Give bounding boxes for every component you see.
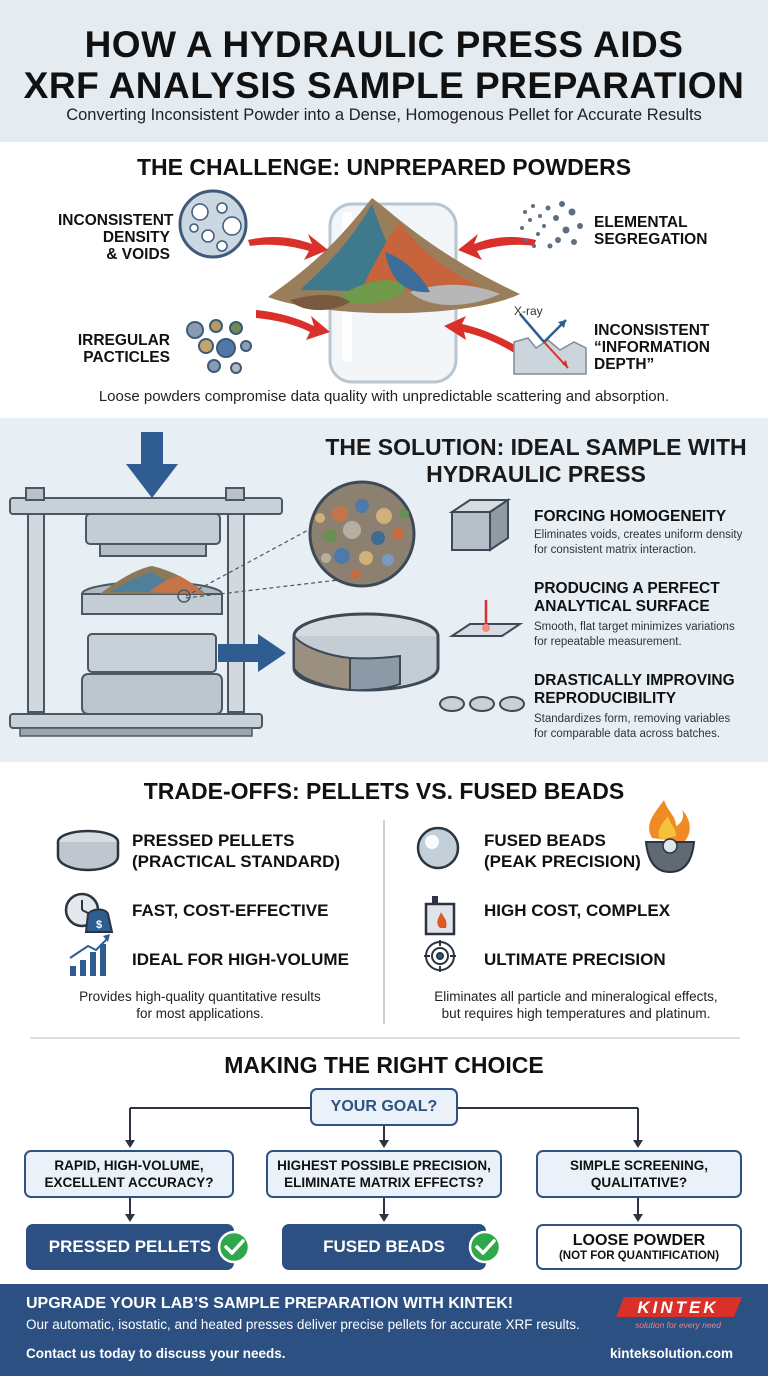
xray-depth-icon bbox=[513, 313, 587, 375]
main-title: HOW A HYDRAULIC PRESS AIDS XRF ANALYSIS … bbox=[23, 24, 745, 106]
result-fused-beads: FUSED BEADS bbox=[282, 1224, 486, 1270]
pellets-description: Provides high-quality quantitative resul… bbox=[79, 989, 321, 1021]
irregular-label: IRREGULAR PACTICLES bbox=[77, 332, 170, 366]
solution-title: THE SOLUTION: IDEAL SAMPLE WITH HYDRAULI… bbox=[325, 434, 747, 487]
hydraulic-press-icon bbox=[9, 487, 283, 737]
your-goal-box: YOUR GOAL? bbox=[310, 1088, 458, 1126]
svg-text:$: $ bbox=[96, 919, 102, 931]
clock-money-icon: $ bbox=[64, 892, 114, 933]
challenge-caption: Loose powders compromise data quality wi… bbox=[98, 388, 670, 405]
sol-desc-reproducibility: Standardizes form, removing variables fo… bbox=[534, 713, 731, 740]
cube-icon bbox=[448, 498, 512, 552]
header: HOW A HYDRAULIC PRESS AIDS XRF ANALYSIS … bbox=[0, 0, 768, 142]
result-pressed-pellets: PRESSED PELLETS bbox=[26, 1224, 234, 1270]
tradeoffs-illustration: $ bbox=[30, 800, 740, 1039]
down-arrow-icon bbox=[126, 432, 178, 498]
decision-flow-lines bbox=[125, 1107, 643, 1222]
beads-cost-label: HIGH COST, COMPLEX bbox=[484, 901, 671, 920]
challenge-title: THE CHALLENGE: UNPREPARED POWDERS bbox=[136, 154, 632, 180]
sol-heading-reproducibility: DRASTICALLY IMPROVING REPRODUCIBILITY bbox=[534, 672, 735, 707]
density-label: INCONSISTENT DENSITY & VOIDS bbox=[58, 212, 174, 263]
tradeoffs-section: TRADE-OFFS: PELLETS VS. FUSED BEADS $ bbox=[0, 762, 768, 1044]
question-screening: SIMPLE SCREENING, QUALITATIVE? bbox=[536, 1150, 742, 1198]
sol-heading-homogeneity: FORCING HOMOGENEITY bbox=[534, 508, 727, 525]
pellet-icon bbox=[292, 612, 440, 692]
growth-chart-icon bbox=[69, 934, 110, 976]
footer-url-link[interactable]: kinteksolution.com bbox=[610, 1346, 734, 1361]
kintek-logo: KINTEK solution for every need bbox=[616, 1295, 744, 1333]
footer: UPGRADE YOUR LAB’S SAMPLE PREPARATION WI… bbox=[0, 1284, 768, 1376]
beads-precision-label: ULTIMATE PRECISION bbox=[484, 950, 666, 969]
question-rapid: RAPID, HIGH-VOLUME, EXCELLENT ACCURACY? bbox=[24, 1150, 234, 1198]
solution-section: THE SOLUTION: IDEAL SAMPLE WITH HYDRAULI… bbox=[0, 418, 768, 762]
sol-desc-surface: Smooth, flat target minimizes variations… bbox=[534, 621, 735, 648]
result-loose-powder: LOOSE POWDER (NOT FOR QUANTIFICATION) bbox=[536, 1224, 742, 1270]
sol-heading-surface: PRODUCING A PERFECT ANALYTICAL SURFACE bbox=[534, 580, 720, 615]
target-icon bbox=[424, 940, 456, 972]
decision-title: MAKING THE RIGHT CHOICE bbox=[224, 1052, 544, 1078]
pellets-volume-label: IDEAL FOR HIGH-VOLUME bbox=[132, 950, 349, 969]
glass-bead-icon bbox=[416, 826, 460, 870]
pressed-pellets-label: PRESSED PELLETS (PRACTICAL STANDARD) bbox=[132, 831, 341, 871]
right-arrow-icon bbox=[218, 634, 286, 672]
particles-icon bbox=[186, 319, 252, 374]
beads-description: Eliminates all particle and mineralogica… bbox=[434, 989, 718, 1021]
segregation-icon bbox=[520, 201, 583, 249]
press-illustration bbox=[9, 432, 525, 737]
kintek-logo-icon: KINTEK solution for every need bbox=[616, 1297, 742, 1330]
magnified-particles-icon bbox=[185, 480, 416, 599]
footer-body: Our automatic, isostatic, and heated pre… bbox=[26, 1317, 580, 1332]
xray-label: X-ray bbox=[514, 304, 543, 318]
fused-beads-label: FUSED BEADS (PEAK PRECISION) bbox=[484, 831, 641, 871]
decision-section: MAKING THE RIGHT CHOICE YOUR GOAL? RAPID… bbox=[0, 1044, 768, 1284]
subtitle: Converting Inconsistent Powder into a De… bbox=[66, 106, 702, 124]
three-pellets-icon bbox=[439, 696, 525, 712]
furnace-icon bbox=[424, 896, 456, 936]
pressed-pellet-icon bbox=[56, 829, 120, 872]
tradeoffs-title: TRADE-OFFS: PELLETS VS. FUSED BEADS bbox=[143, 778, 625, 804]
footer-contact[interactable]: Contact us today to discuss your needs. bbox=[26, 1346, 286, 1361]
segregation-label: ELEMENTAL SEGREGATION bbox=[594, 214, 708, 248]
footer-title: UPGRADE YOUR LAB’S SAMPLE PREPARATION WI… bbox=[26, 1295, 514, 1312]
check-icon bbox=[468, 1230, 502, 1264]
sol-desc-homogeneity: Eliminates voids, creates uniform densit… bbox=[534, 529, 743, 556]
challenge-section: THE CHALLENGE: UNPREPARED POWDERS bbox=[0, 142, 768, 418]
powder-pile-icon bbox=[268, 198, 520, 314]
flat-surface-icon bbox=[448, 600, 524, 637]
logo-text: KINTEK bbox=[637, 1298, 718, 1317]
check-icon bbox=[217, 1230, 251, 1264]
voids-icon bbox=[178, 189, 248, 259]
challenge-illustration bbox=[178, 189, 587, 384]
pellets-fast-label: FAST, COST-EFFECTIVE bbox=[132, 901, 329, 920]
depth-label: INCONSISTENT “INFORMATION DEPTH” bbox=[594, 322, 710, 373]
logo-tagline: solution for every need bbox=[635, 1320, 721, 1330]
crucible-flame-icon bbox=[644, 800, 696, 874]
pressure-arrows-icon bbox=[248, 234, 536, 354]
question-precision: HIGHEST POSSIBLE PRECISION, ELIMINATE MA… bbox=[266, 1150, 502, 1198]
